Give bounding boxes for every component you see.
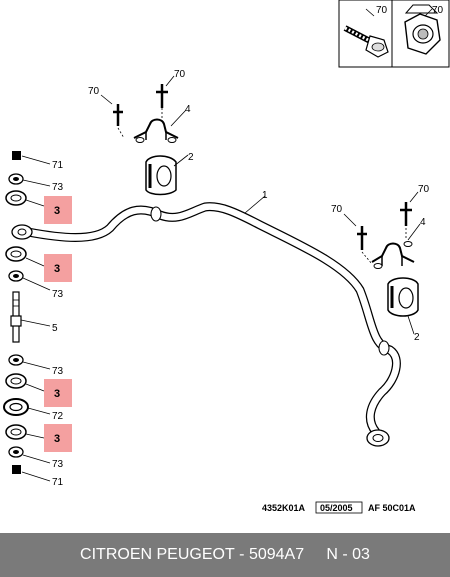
right-clamp-bracket — [371, 241, 415, 269]
callout-73-a: 73 — [52, 182, 64, 193]
link-stack — [3, 151, 51, 482]
callout-70-right-b: 70 — [418, 184, 430, 195]
callout-2-left: 2 — [188, 152, 194, 163]
reference-date: 05/2005 — [320, 503, 353, 513]
nut-icon — [404, 4, 441, 55]
svg-text:3: 3 — [54, 205, 60, 217]
callout-73-d: 73 — [52, 459, 64, 470]
callout-5: 5 — [52, 323, 58, 334]
screw-icon — [400, 202, 412, 240]
callout-2-right: 2 — [414, 332, 420, 343]
callout-70-left-a: 70 — [88, 86, 100, 97]
callout-1: 1 — [262, 190, 268, 201]
callout-73-c: 73 — [52, 366, 64, 377]
screw-icon — [156, 84, 168, 122]
footer-index: N - 03 — [326, 546, 370, 563]
highlight-3-b: 3 — [44, 254, 72, 282]
callout-70-box: 70 — [376, 5, 388, 16]
reference-code: 4352K01A — [262, 503, 306, 513]
callout-71-top: 71 — [52, 160, 64, 171]
svg-text:3: 3 — [54, 433, 60, 445]
square-nut-icon — [12, 465, 21, 474]
exploded-parts-diagram: 70 70 1 4 70 70 — [3, 0, 450, 514]
callout-70-box-nut: 70 — [432, 5, 444, 16]
callout-70-right-a: 70 — [331, 204, 343, 215]
reference-af: AF 50C01A — [368, 503, 416, 513]
screw-icon — [113, 104, 125, 139]
stabilizer-bar — [11, 202, 401, 447]
square-nut-icon — [12, 151, 21, 160]
callout-4-left: 4 — [185, 104, 191, 115]
svg-text:3: 3 — [54, 263, 60, 275]
part-footer-bar: CITROEN PEUGEOT - 5094A7 N - 03 — [0, 533, 450, 577]
footer-brand: CITROEN PEUGEOT — [80, 546, 235, 563]
footer-part-number: 5094A7 — [248, 546, 305, 563]
screw-icon — [357, 226, 373, 265]
highlight-3-a: 3 — [44, 196, 72, 224]
left-bushing — [145, 155, 177, 196]
svg-text:3: 3 — [54, 388, 60, 400]
right-bushing — [387, 277, 419, 317]
footer-separator: - — [234, 546, 249, 563]
callout-71-bottom: 71 — [52, 477, 64, 488]
bolt-icon — [343, 25, 389, 58]
highlight-3-c: 3 — [44, 379, 72, 407]
highlight-3-d: 3 — [44, 424, 72, 452]
left-clamp-bracket — [133, 118, 179, 143]
callout-4-right: 4 — [420, 217, 426, 228]
reference-line: 4352K01A 05/2005 AF 50C01A — [262, 501, 416, 514]
fastener-detail-box: 70 70 — [338, 0, 450, 68]
callout-73-b: 73 — [52, 289, 64, 300]
callout-72: 72 — [52, 411, 64, 422]
callout-70-left-b: 70 — [174, 69, 186, 80]
